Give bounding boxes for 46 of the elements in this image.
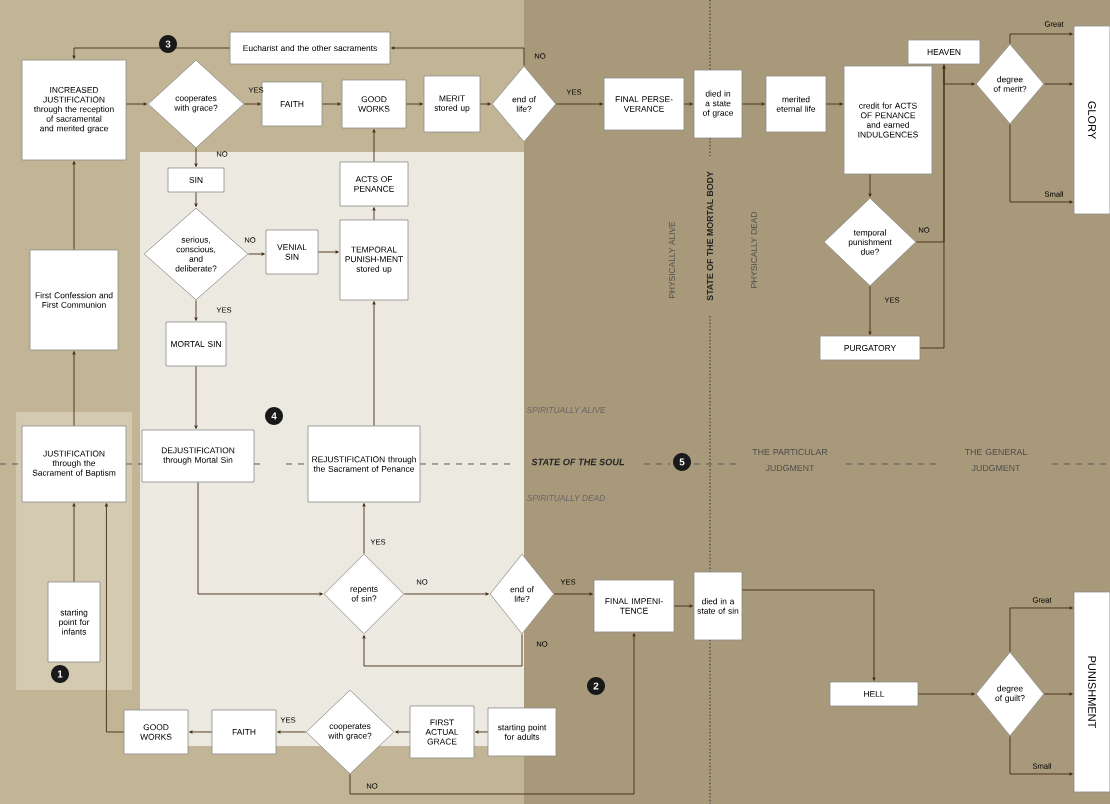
arrow bbox=[194, 299, 198, 321]
arrow bbox=[391, 46, 525, 67]
arrow bbox=[372, 207, 376, 221]
arrow bbox=[247, 252, 265, 256]
arrow bbox=[197, 481, 323, 596]
arrow bbox=[317, 250, 339, 254]
arrow bbox=[321, 102, 341, 106]
arrow bbox=[475, 730, 489, 734]
arrow bbox=[72, 47, 231, 59]
arrow bbox=[1009, 735, 1073, 776]
arrow bbox=[372, 129, 376, 163]
arrow bbox=[104, 503, 125, 733]
arrow bbox=[194, 365, 198, 429]
arrow bbox=[189, 730, 213, 734]
arrow bbox=[125, 102, 147, 106]
arrow bbox=[555, 102, 603, 106]
arrow bbox=[479, 102, 491, 106]
arrow bbox=[943, 63, 975, 86]
arrow bbox=[72, 351, 76, 427]
arrow bbox=[917, 692, 975, 696]
arrow bbox=[741, 589, 876, 681]
arrow bbox=[868, 173, 872, 197]
arrow bbox=[825, 102, 843, 106]
arrow bbox=[362, 503, 366, 555]
arrow bbox=[683, 102, 693, 106]
arrow bbox=[1009, 123, 1073, 204]
arrow bbox=[1043, 82, 1073, 86]
arrow bbox=[405, 102, 423, 106]
arrow bbox=[1009, 606, 1073, 653]
arrow bbox=[1043, 692, 1073, 696]
arrow bbox=[194, 147, 198, 167]
arrow bbox=[868, 285, 872, 335]
arrow bbox=[194, 191, 198, 207]
arrow bbox=[362, 633, 523, 667]
arrow bbox=[349, 633, 636, 795]
arrow bbox=[395, 730, 411, 734]
arrow bbox=[277, 730, 307, 734]
arrow bbox=[741, 102, 765, 106]
arrow bbox=[372, 301, 376, 427]
arrow bbox=[1009, 32, 1073, 45]
arrow bbox=[243, 102, 261, 106]
arrow bbox=[403, 592, 489, 596]
arrow bbox=[673, 604, 693, 608]
arrow bbox=[72, 503, 76, 583]
arrow bbox=[72, 161, 76, 251]
arrow bbox=[553, 592, 593, 596]
